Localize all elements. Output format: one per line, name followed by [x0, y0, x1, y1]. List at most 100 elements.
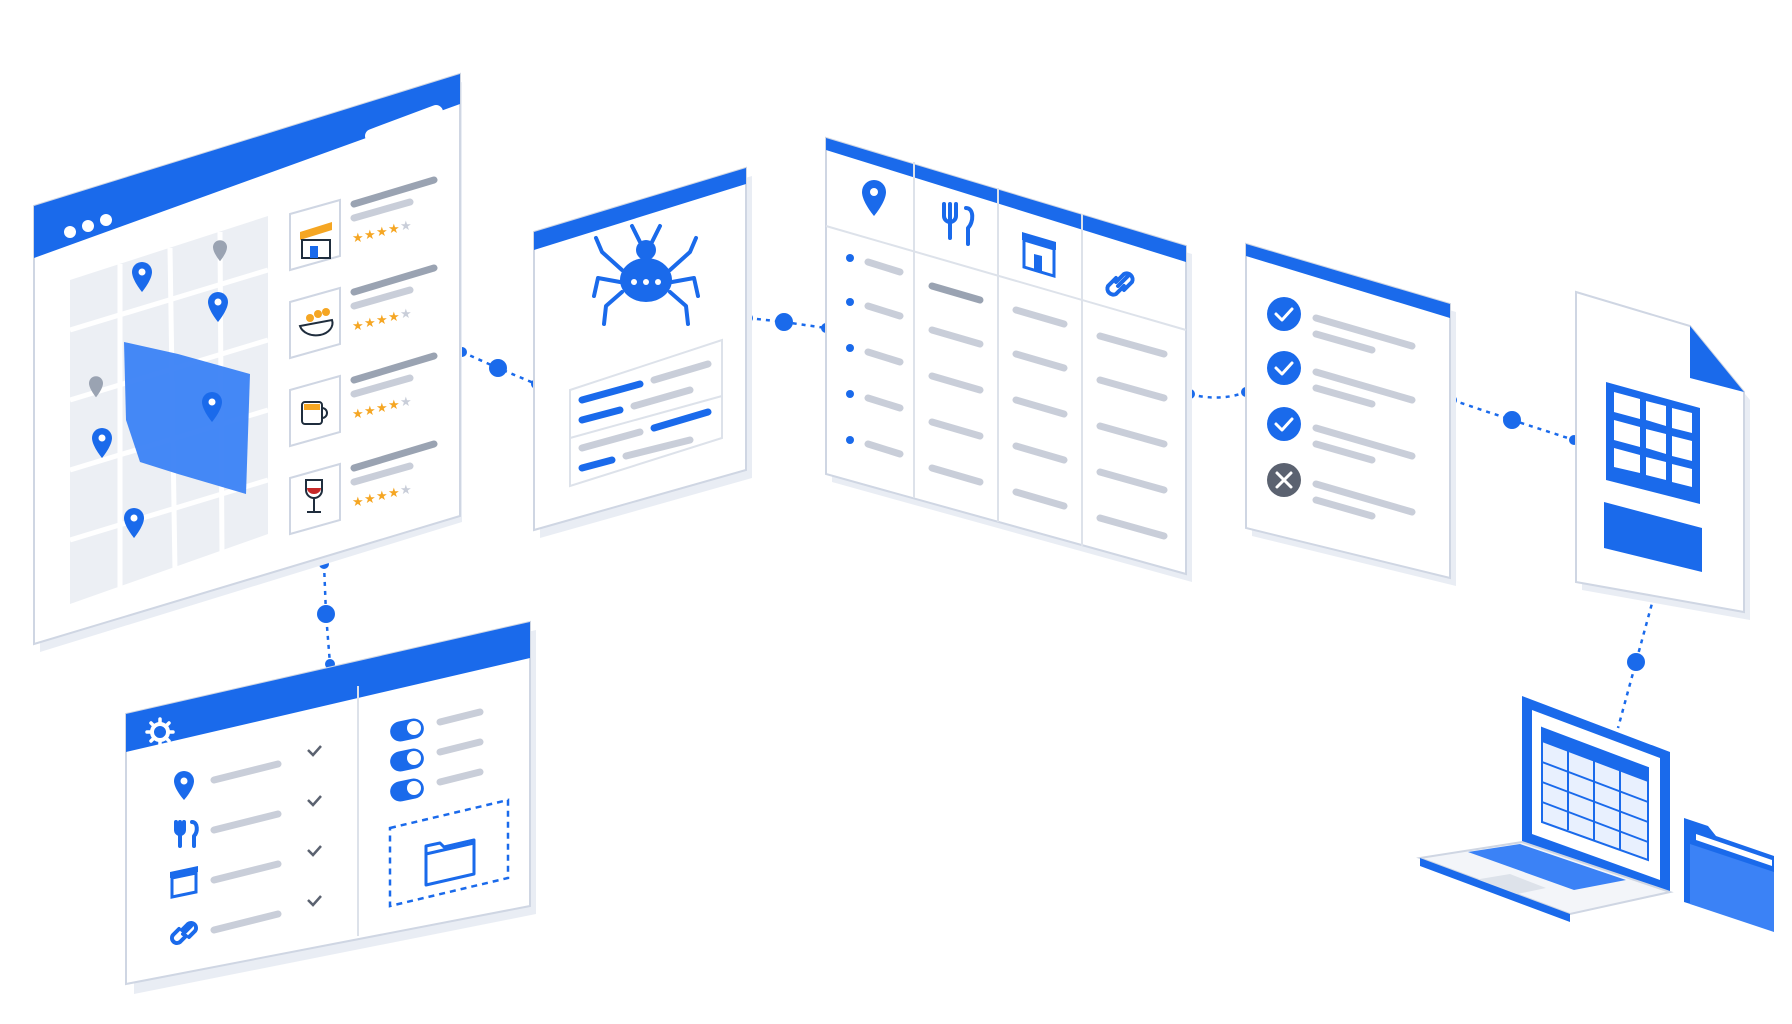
map-pin-icon[interactable]: [208, 292, 228, 322]
coffee-cup-icon: [301, 401, 328, 425]
star-icon: ★: [388, 310, 400, 325]
star-icon: ★: [400, 307, 412, 322]
validation-item: [1267, 463, 1416, 520]
listing-sub-line: [350, 462, 414, 486]
check-icon: [1267, 351, 1301, 385]
spider-icon: [592, 224, 700, 326]
title-bar: [826, 138, 1186, 262]
title-bar: [34, 74, 460, 258]
map-pin-icon[interactable]: [124, 508, 144, 538]
storefront-icon: [1022, 232, 1056, 279]
folder-drop-zone[interactable]: [388, 798, 510, 908]
map-pin-icon: [174, 771, 194, 800]
title-bar: [1246, 244, 1450, 318]
filter-row[interactable]: [170, 845, 322, 899]
validation-item: [1267, 297, 1416, 354]
browser-panel: ★ ★ ★ ★ ★ ★ ★ ★: [33, 72, 462, 652]
link-icon: [170, 921, 198, 945]
table-row[interactable]: [846, 344, 1168, 448]
listing-item[interactable]: ★ ★ ★ ★ ★: [289, 264, 438, 360]
map-pin-icon[interactable]: [213, 240, 227, 262]
star-icon: ★: [352, 231, 364, 246]
laptop-sheet: [1541, 726, 1649, 862]
map-view[interactable]: [69, 216, 269, 604]
rating-stars: ★ ★ ★ ★ ★: [352, 483, 412, 510]
table-grid: [825, 162, 1187, 546]
folder-icon: [424, 838, 476, 887]
window-control-icon[interactable]: [100, 214, 112, 226]
crawler-line: [630, 386, 694, 410]
star-icon: ★: [376, 489, 388, 504]
window-control-icon[interactable]: [82, 220, 94, 232]
toggle-switch[interactable]: [388, 768, 484, 803]
connector-dot: [489, 359, 507, 377]
address-bar[interactable]: [365, 105, 443, 143]
export-panel: [1575, 290, 1750, 620]
connector-table-validation: [1189, 390, 1247, 399]
gear-icon[interactable]: [145, 717, 175, 747]
check-icon: [1267, 297, 1301, 331]
star-icon: ★: [400, 483, 412, 498]
fork-knife-icon: [174, 820, 199, 848]
listing-item[interactable]: ★ ★ ★ ★ ★: [289, 352, 438, 448]
filter-row[interactable]: [170, 895, 322, 945]
validation-item: [1267, 351, 1416, 408]
rating-stars: ★ ★ ★ ★ ★: [352, 307, 412, 334]
download-button[interactable]: [1604, 502, 1702, 572]
check-icon[interactable]: [307, 845, 322, 857]
connector-dot: [775, 313, 793, 331]
storefront-icon: [300, 222, 332, 259]
check-icon[interactable]: [307, 745, 322, 757]
storefront-icon: [170, 866, 198, 899]
connector-dot: [1627, 653, 1645, 671]
listing-sub-line: [350, 286, 414, 310]
star-icon: ★: [376, 401, 388, 416]
window-control-icon[interactable]: [64, 226, 76, 238]
map-pin-icon[interactable]: [92, 428, 112, 458]
laptop-spreadsheet-icon: [1416, 696, 1674, 922]
listing-title-line: [350, 440, 438, 472]
star-icon: ★: [364, 316, 376, 331]
filter-row[interactable]: [174, 795, 322, 848]
crawler-divider: [569, 395, 723, 439]
filter-row[interactable]: [174, 745, 322, 800]
table-rows: [846, 254, 1168, 540]
map-pin-icon[interactable]: [202, 392, 222, 422]
laptop-trackpad: [1474, 874, 1546, 896]
table-panel: [825, 136, 1192, 582]
title-bar: [534, 168, 746, 250]
star-icon: ★: [388, 486, 400, 501]
star-icon: ★: [376, 225, 388, 240]
wine-glass-icon: [305, 479, 323, 513]
table-row[interactable]: [846, 390, 1168, 494]
table-row[interactable]: [846, 298, 1168, 402]
check-icon[interactable]: [307, 895, 322, 907]
selected-map-region: [124, 342, 250, 494]
crawler-line: [578, 406, 624, 424]
fork-knife-icon: [942, 202, 975, 246]
listing-sub-line: [350, 374, 414, 398]
crawler-line: [578, 456, 616, 472]
connector-dot: [1503, 411, 1521, 429]
crawler-line: [578, 428, 644, 452]
listing-item[interactable]: ★ ★ ★ ★ ★: [289, 440, 438, 536]
star-icon: ★: [364, 404, 376, 419]
laptop-edge: [1420, 858, 1570, 922]
table-row[interactable]: [846, 254, 1168, 358]
check-icon[interactable]: [307, 795, 322, 807]
rating-stars: ★ ★ ★ ★ ★: [352, 219, 412, 246]
crawler-line: [650, 408, 712, 432]
connector-browser-settings: [322, 563, 332, 665]
star-icon: ★: [352, 319, 364, 334]
laptop-keyboard: [1468, 844, 1626, 890]
validation-item: [1267, 407, 1416, 464]
star-icon: ★: [352, 407, 364, 422]
toggle-switch[interactable]: [388, 738, 484, 773]
table-row[interactable]: [846, 436, 1168, 540]
toggle-switch[interactable]: [388, 708, 484, 743]
star-icon: ★: [388, 398, 400, 413]
crawler-line: [622, 436, 694, 460]
listing-item[interactable]: ★ ★ ★ ★ ★: [289, 176, 438, 272]
map-pin-icon[interactable]: [89, 376, 103, 398]
map-pin-icon[interactable]: [132, 262, 152, 292]
